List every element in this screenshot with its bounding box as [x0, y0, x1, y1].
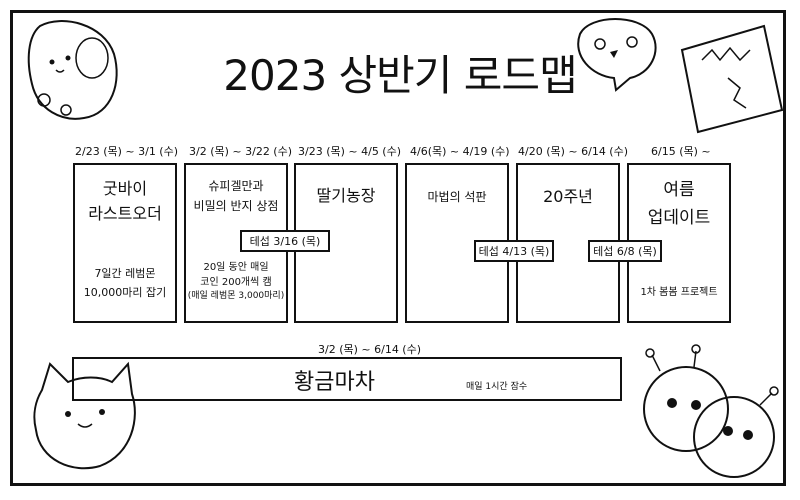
card-desc-line2: 10,000마리 잡기 [83, 286, 167, 299]
box-monster-top-right-illustration [680, 24, 784, 134]
date-label-strawberry: 3/23 (목) ~ 4/5 (수) [298, 145, 402, 158]
card-title-line1: 마법의 석판 [427, 190, 487, 204]
date-label-summer: 6/15 (목) ~ [651, 145, 711, 158]
mascot-top-left-illustration [27, 20, 118, 120]
card-title-line2: 업데이트 [647, 208, 711, 228]
test-server-badge-20th: 테섭 6/8 (목) [588, 240, 662, 262]
card-title-line1: 슈피겔만과 [208, 179, 264, 193]
card-desc-line1: 7일간 레범몬 [94, 267, 156, 280]
card-desc-line1: 20일 동안 매일 [203, 262, 269, 273]
card-desc-line1: 1차 봄봄 프로젝트 [640, 287, 718, 298]
card-title-line1: 20주년 [543, 187, 593, 206]
date-label-ring-shop: 3/2 (목) ~ 3/22 (수) [189, 145, 293, 158]
date-label-magic-tablet: 4/6(목) ~ 4/19 (수) [410, 145, 510, 158]
banner-title: 황금마차 [294, 370, 375, 395]
banner-date-label: 3/2 (목) ~ 6/14 (수) [318, 343, 422, 356]
card-title-line2: 비밀의 반지 상점 [193, 199, 279, 213]
card-desc-line3: (매일 레범몬 3,000마리) [187, 291, 285, 301]
card-title-line2: 라스트오더 [88, 204, 162, 223]
roadmap-banner-golden-wagon: 황금마차 매일 1시간 잠수 [72, 357, 622, 401]
card-desc-line2: 코인 200개씩 캠 [200, 277, 272, 288]
roadmap-card-goodbye-last-order: 굿바이 라스트오더 7일간 레범몬 10,000마리 잡기 [73, 163, 177, 323]
date-label-20th: 4/20 (목) ~ 6/14 (수) [518, 145, 629, 158]
page-title: 2023 상반기 로드맵 [223, 51, 577, 100]
cat-bottom-left-illustration [33, 361, 136, 470]
ghost-top-center-illustration [577, 18, 657, 92]
card-title-line1: 여름 [663, 180, 695, 200]
test-server-badge-magic-tablet: 테섭 4/13 (목) [474, 240, 554, 262]
virus-bottom-right-illustration [643, 344, 779, 478]
banner-subtitle: 매일 1시간 잠수 [466, 382, 528, 392]
card-title-line1: 딸기농장 [316, 186, 376, 205]
test-server-badge-ring-shop: 테섭 3/16 (목) [240, 230, 330, 252]
date-label-goodbye: 2/23 (목) ~ 3/1 (수) [75, 145, 179, 158]
card-title-line1: 굿바이 [102, 179, 148, 198]
